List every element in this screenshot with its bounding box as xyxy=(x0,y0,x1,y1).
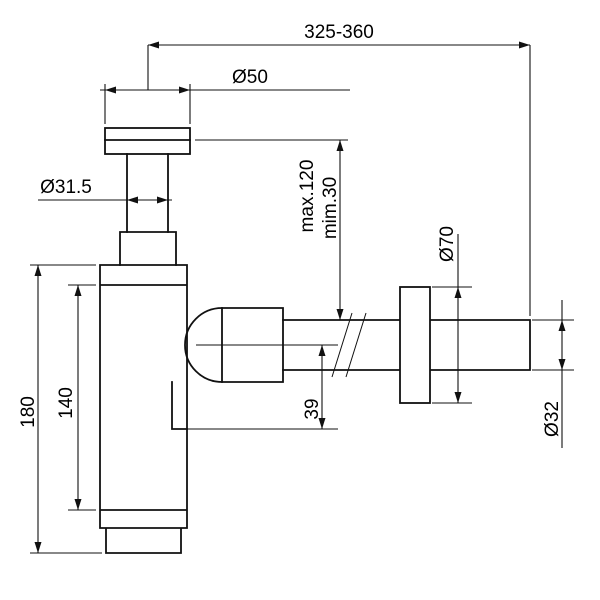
inlet-collar xyxy=(119,231,177,266)
elbow-arc xyxy=(184,307,223,383)
elbow-lower-detail xyxy=(171,381,188,430)
dim-outlet-diameter-label: Ø32 xyxy=(542,401,563,437)
dim-body-height-label: 180 xyxy=(18,396,39,428)
top-flange xyxy=(104,127,191,155)
dimension-labels: 325-360 Ø50 Ø31.5 max.120 mim.30 Ø70 180… xyxy=(18,22,563,437)
dim-cup-height-label: 140 xyxy=(56,387,77,419)
dim-inlet-diameter-label: Ø31.5 xyxy=(40,177,92,198)
extension-lines xyxy=(30,45,574,554)
trap-body xyxy=(99,264,188,554)
inlet-pipe xyxy=(126,153,169,233)
pipe-break-icon xyxy=(331,312,367,378)
dim-span-top-label: 325-360 xyxy=(304,22,374,43)
trap-object-lines xyxy=(99,127,531,554)
dim-max-height-label: max.120 xyxy=(297,160,318,233)
arrowheads xyxy=(34,41,566,553)
wall-flange xyxy=(399,286,431,404)
outlet-nut xyxy=(221,307,284,383)
dim-outlet-offset-label: 39 xyxy=(302,398,323,419)
dim-min-height-label: mim.30 xyxy=(320,177,341,239)
dim-flange-diameter-label: Ø50 xyxy=(232,67,268,88)
dimension-lines xyxy=(37,44,563,553)
dim-wall-flange-diameter-label: Ø70 xyxy=(437,226,458,262)
